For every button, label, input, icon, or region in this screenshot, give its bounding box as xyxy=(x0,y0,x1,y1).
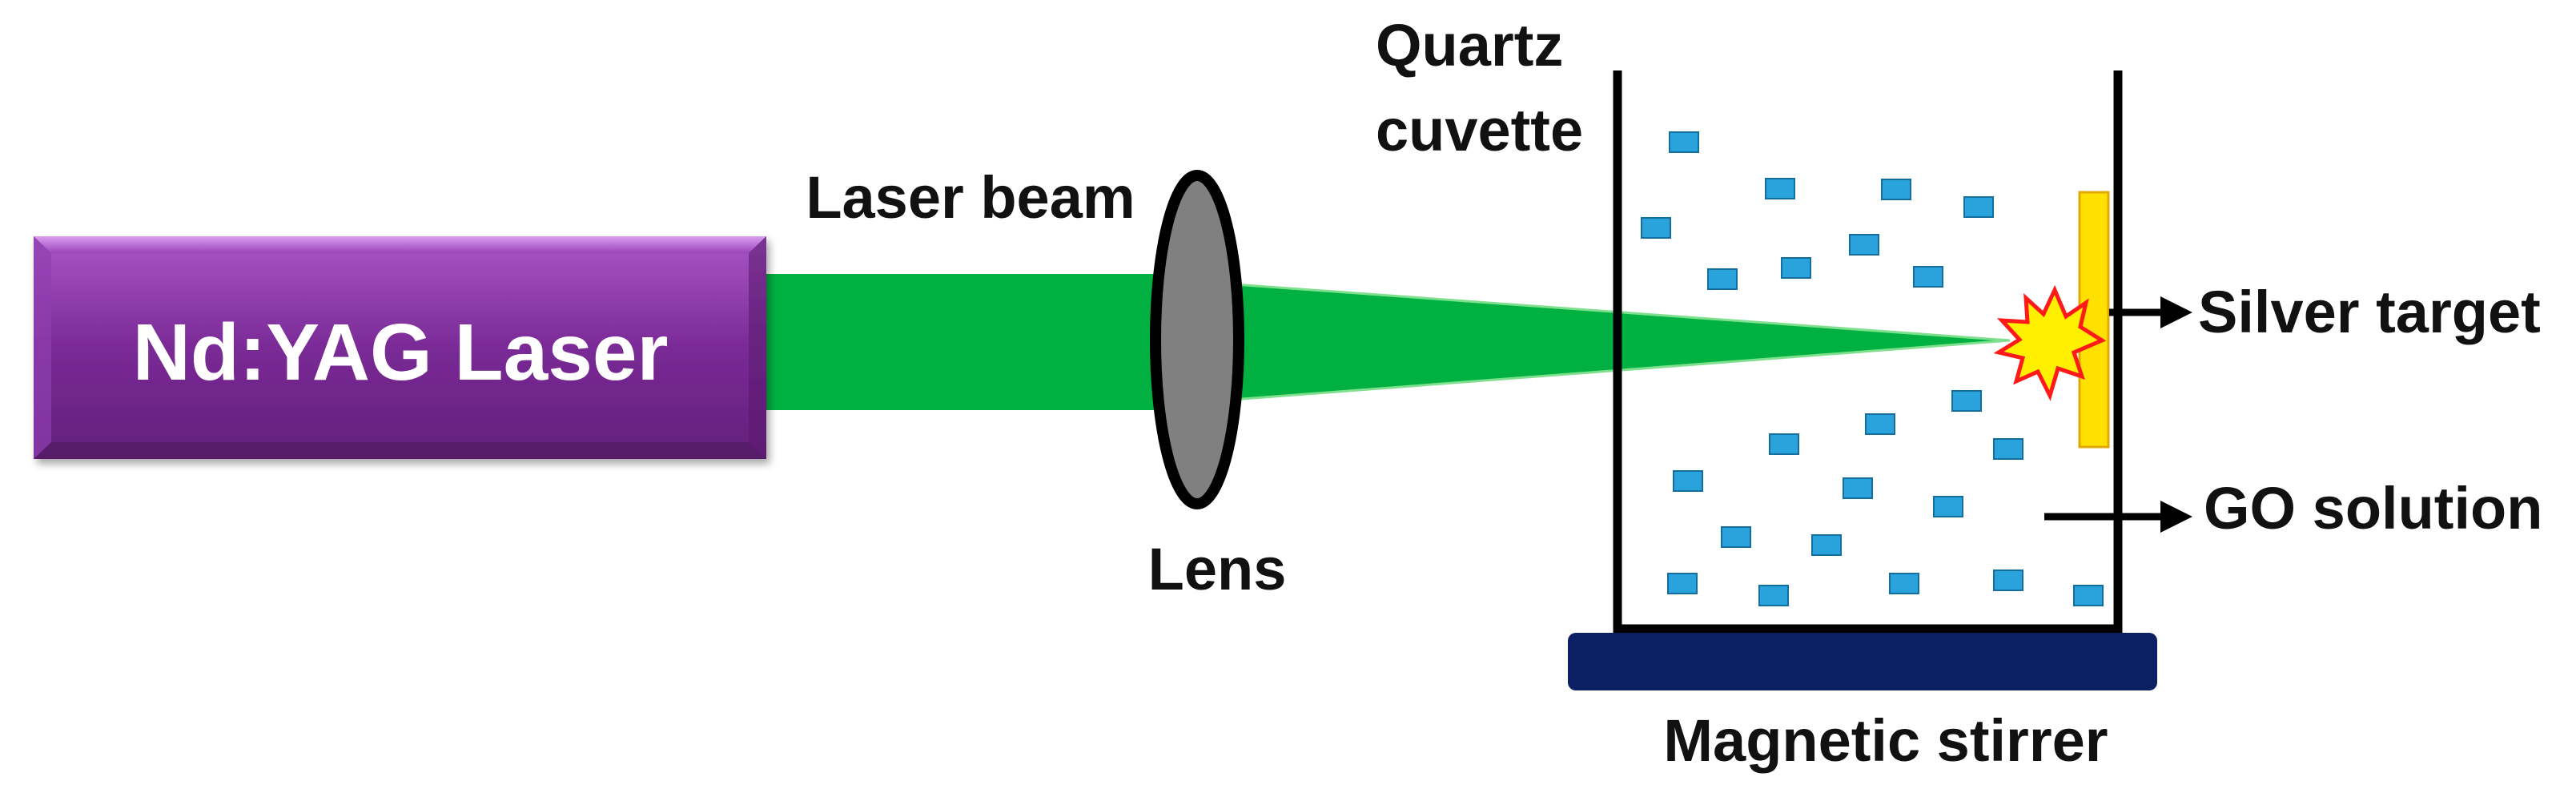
laser-beam-cone-edge xyxy=(1200,280,2011,342)
laser-label: Nd:YAG Laser xyxy=(133,308,669,397)
silver-target-label: Silver target xyxy=(2198,279,2541,345)
go-particle xyxy=(2073,585,2104,606)
go-particle xyxy=(1811,534,1842,556)
go-particle xyxy=(1769,433,1799,455)
go-particle xyxy=(1963,196,1994,218)
quartz-cuvette xyxy=(1613,70,2123,634)
go-particle xyxy=(1849,234,1879,256)
go-solution-label: GO solution xyxy=(2204,475,2542,541)
go-particle xyxy=(1758,585,1789,606)
lens xyxy=(1150,170,1244,509)
go-particle xyxy=(1707,268,1738,290)
go-particle xyxy=(1933,496,1963,517)
go-solution-arrowhead xyxy=(2160,501,2192,533)
laser-beam-focused xyxy=(1201,282,2010,402)
go-particle xyxy=(1951,390,1982,412)
laser-beam-collimated xyxy=(761,274,1177,410)
go-particle xyxy=(1993,438,2023,460)
go-particle xyxy=(1865,413,1895,435)
go-particle xyxy=(1843,477,1873,499)
go-particle xyxy=(1913,266,1943,288)
magnetic-stirrer-label: Magnetic stirrer xyxy=(1663,707,2108,774)
go-particle xyxy=(1765,178,1795,199)
go-particle xyxy=(1667,573,1698,594)
quartz-label-line2: cuvette xyxy=(1376,97,1583,163)
ablation-flash xyxy=(1993,284,2107,401)
lens-label: Lens xyxy=(1148,536,1287,602)
nd-yag-laser-box xyxy=(34,236,766,459)
quartz-label-line1: Quartz xyxy=(1376,12,1563,78)
laser-beam-cone-edge xyxy=(1200,339,2011,404)
go-particle xyxy=(1673,470,1703,492)
go-particle xyxy=(1889,573,1919,594)
go-particle xyxy=(1721,526,1751,548)
go-particle xyxy=(1781,257,1811,279)
go-particle xyxy=(1993,570,2023,591)
go-particle xyxy=(1881,179,1911,200)
laser-beam-label: Laser beam xyxy=(806,164,1135,231)
go-particles xyxy=(1641,131,2104,606)
silver-target xyxy=(2078,191,2110,449)
go-particle xyxy=(1669,131,1699,153)
magnetic-stirrer xyxy=(1568,633,2157,690)
silver-target-arrowhead xyxy=(2160,296,2192,328)
go-particle xyxy=(1641,217,1671,239)
